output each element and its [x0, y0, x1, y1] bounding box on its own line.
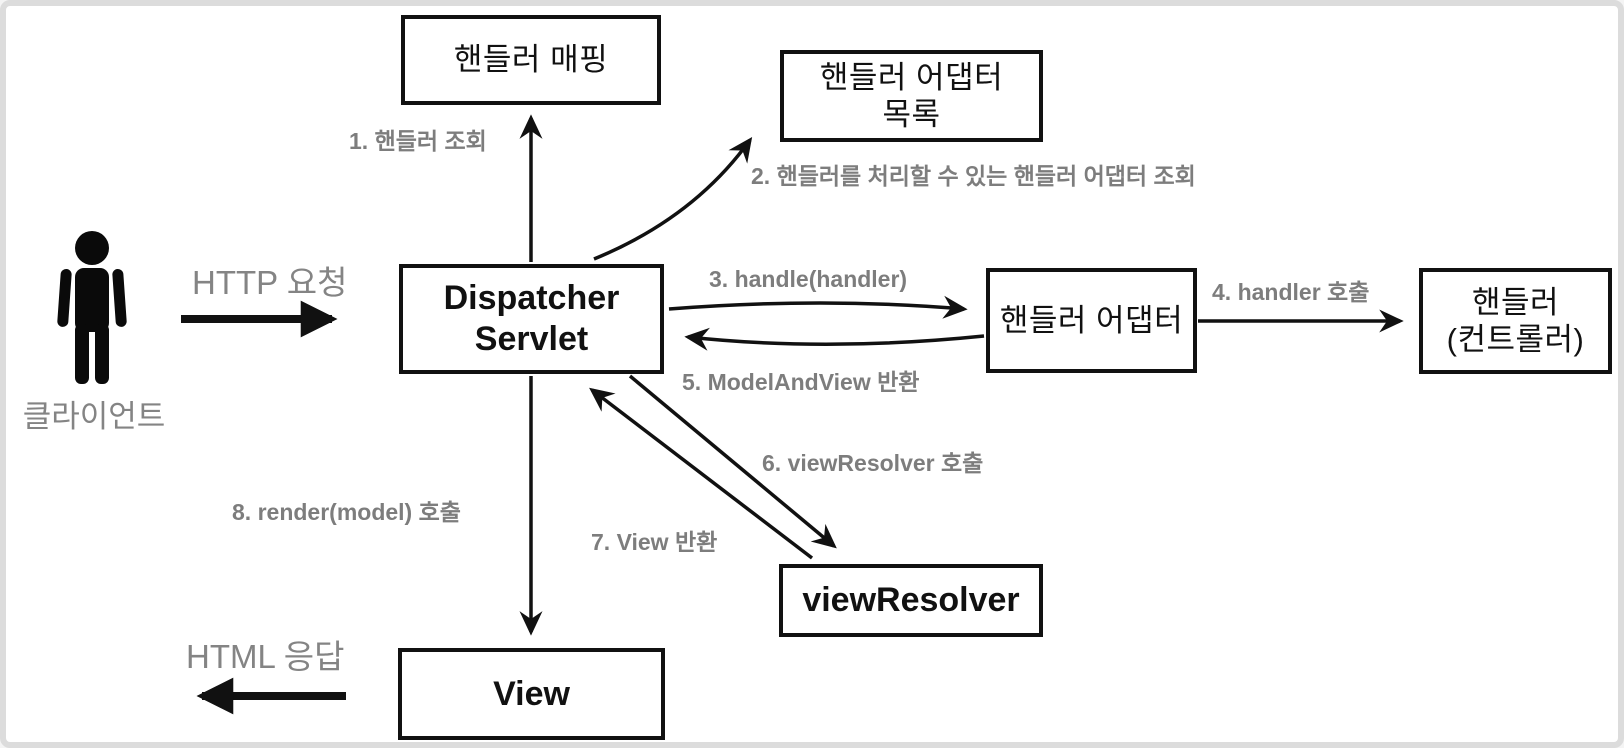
- node-label-line1: Dispatcher: [443, 279, 620, 318]
- label-step6: 6. viewResolver 호출: [762, 450, 984, 476]
- node-view: View: [398, 648, 665, 740]
- arrow-step5: [684, 327, 985, 351]
- label-step7: 7. View 반환: [591, 529, 718, 555]
- node-handler-mapping: 핸들러 매핑: [401, 15, 661, 105]
- label-step8: 8. render(model) 호출: [232, 499, 461, 525]
- node-label-line2: (컨트롤러): [1446, 322, 1585, 357]
- arrow-step6: [628, 374, 837, 549]
- node-label-line1: 핸들러 어댑터: [819, 59, 1004, 95]
- node-handler-adapter-list: 핸들러 어댑터 목록: [780, 50, 1043, 142]
- node-label-line2: Servlet: [474, 320, 589, 358]
- label-html-response: HTML 응답: [186, 638, 345, 675]
- label-step5: 5. ModelAndView 반환: [682, 369, 920, 395]
- client-label: 클라이언트: [22, 399, 166, 434]
- label-http-request: HTTP 요청: [192, 264, 348, 301]
- node-label-line2: 목록: [882, 97, 941, 132]
- node-label: viewResolver: [802, 581, 1020, 620]
- node-label: View: [493, 674, 570, 713]
- person-icon: [57, 231, 127, 384]
- arrow-step3: [668, 295, 968, 319]
- node-dispatcher-servlet: Dispatcher Servlet: [399, 264, 664, 374]
- label-step2: 2. 핸들러를 처리할 수 있는 핸들러 어댑터 조회: [751, 163, 1196, 189]
- arrow-step7: [589, 387, 814, 560]
- node-view-resolver: viewResolver: [779, 564, 1043, 637]
- node-label: 핸들러 어댑터: [999, 302, 1184, 338]
- label-step1: 1. 핸들러 조회: [349, 128, 487, 154]
- node-label-line1: 핸들러: [1471, 284, 1560, 320]
- node-handler-adapter: 핸들러 어댑터: [986, 268, 1197, 373]
- arrow-step2: [593, 137, 753, 261]
- label-step3: 3. handle(handler): [709, 266, 908, 292]
- label-step4: 4. handler 호출: [1212, 279, 1370, 305]
- arrow-layer: [57, 114, 1404, 715]
- node-label: 핸들러 매핑: [453, 42, 609, 78]
- node-handler-controller: 핸들러 (컨트롤러): [1419, 268, 1612, 374]
